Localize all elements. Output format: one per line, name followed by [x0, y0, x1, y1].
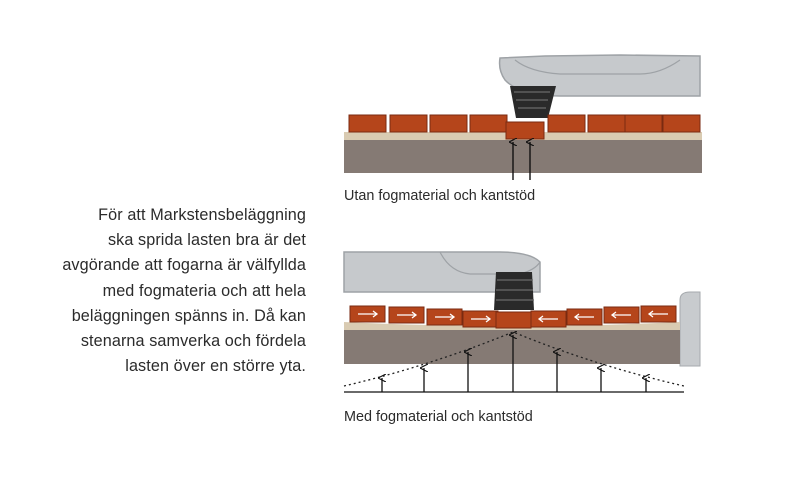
- paving-stone: [348, 114, 387, 133]
- paving-stone: [462, 310, 499, 328]
- car-panel-line: [514, 59, 681, 75]
- intro-line: För att Markstensbeläggning: [98, 206, 306, 224]
- bottom-panel: [343, 251, 701, 393]
- intro-line: med fogmateria och att hela: [102, 281, 306, 300]
- paving-stone: [547, 114, 586, 133]
- tire-bottom: [494, 272, 534, 310]
- soil-layer-bottom: [344, 330, 680, 364]
- top-panel: [344, 54, 702, 180]
- intro-line: ska sprida lasten bra är det: [107, 231, 306, 250]
- kerb: [679, 291, 701, 367]
- caption-without: Utan fogmaterial och kantstöd: [344, 188, 536, 204]
- paving-stone: [587, 114, 626, 133]
- paving-stone: [388, 306, 425, 324]
- intro-line: stenarna samverka och fördela: [80, 332, 306, 351]
- load-spread-curve: [343, 331, 685, 387]
- bricks-bottom: [349, 305, 677, 329]
- distributed-arrows: [382, 335, 646, 392]
- paving-stone: [429, 114, 468, 133]
- paving-stone: [426, 308, 463, 326]
- intro-paragraph: För att Markstensbeläggning ska sprida l…: [28, 203, 306, 379]
- intro-line: avgörande att fogarna är välfyllda: [62, 256, 306, 275]
- car-panel-line: [439, 251, 541, 275]
- paving-stone-loaded: [505, 121, 545, 140]
- paving-stone: [603, 306, 640, 324]
- paving-stone: [495, 311, 532, 329]
- tire-tread: [514, 91, 550, 109]
- soil-layer-top: [344, 140, 702, 173]
- paving-stone: [349, 305, 386, 323]
- paving-stone: [469, 114, 508, 133]
- car-body-bottom: [343, 251, 541, 293]
- car-body-top: [498, 54, 701, 97]
- paving-stone: [662, 114, 701, 133]
- paving-stone: [640, 305, 677, 323]
- caption-with: Med fogmaterial och kantstöd: [344, 409, 533, 425]
- bricks-top: [348, 114, 701, 140]
- tire-top: [510, 86, 556, 118]
- intro-line: beläggningen spänns in. Då kan: [71, 306, 306, 325]
- paving-stone: [389, 114, 428, 133]
- paving-stone: [566, 308, 603, 326]
- intro-line: lasten över en större yta.: [125, 357, 306, 376]
- tire-tread: [496, 279, 534, 301]
- paving-stone: [530, 310, 567, 328]
- paving-stone: [624, 114, 663, 133]
